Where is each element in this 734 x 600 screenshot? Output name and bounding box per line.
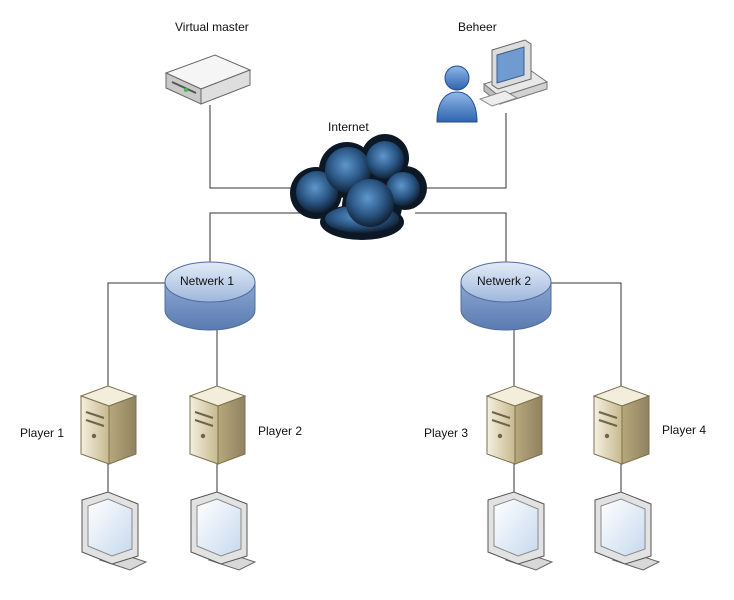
tower-pc-icon-player-3 [485, 385, 544, 465]
monitor-icon-player-3 [487, 491, 554, 571]
connection-lines [107, 105, 622, 500]
cloud-icon [290, 134, 427, 240]
link-beheer-internet [418, 113, 507, 189]
monitor-icon-player-4 [594, 491, 661, 571]
netwerk-2-label: Netwerk 2 [477, 274, 532, 288]
link-internet-netwerk-1 [209, 212, 300, 262]
link-netwerk-1-player-1 [107, 282, 165, 392]
server-appliance-icon [164, 54, 252, 105]
link-internet-netwerk-2 [415, 212, 507, 262]
link-netwerk-2-player-4 [548, 282, 622, 392]
virtual-master-label: Virtual master [175, 20, 249, 34]
monitor-icon-player-2 [190, 491, 257, 571]
player-1-label: Player 1 [20, 426, 65, 440]
beheer-label: Beheer [458, 20, 497, 34]
player-3-label: Player 3 [424, 426, 469, 440]
monitor-icon-player-1 [81, 491, 148, 571]
player-4-label: Player 4 [662, 423, 707, 437]
link-virtual-master-internet [209, 105, 305, 189]
tower-pc-icon-player-4 [592, 385, 651, 465]
tower-pc-icon-player-1 [79, 385, 138, 465]
admin-workstation-icon [436, 39, 549, 123]
tower-pc-icon-player-2 [188, 385, 247, 465]
netwerk-1-label: Netwerk 1 [180, 274, 235, 288]
network-hub-icon-2 [460, 261, 552, 331]
player-2-label: Player 2 [258, 424, 303, 438]
network-hub-icon-1 [164, 261, 256, 331]
internet-label: Internet [328, 120, 369, 134]
